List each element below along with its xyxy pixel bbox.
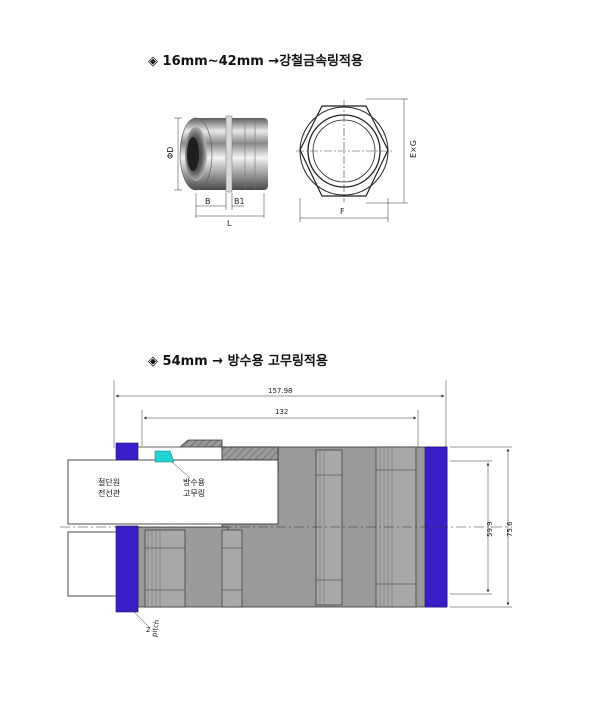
ring-bottom-left xyxy=(115,525,139,613)
dim-inner: 132 xyxy=(275,408,288,416)
label-seal-line2: 고무링 xyxy=(183,488,205,498)
sectional-drawing: 157.98 132 xyxy=(60,380,514,638)
label-pitch-line1: pitch xyxy=(150,619,161,638)
label-cut-line2: 전선관 xyxy=(98,488,121,498)
section1-title: ◈ 16mm~42mm →강철금속링적용 xyxy=(148,54,363,69)
hex-end-view: E×G F xyxy=(296,98,418,222)
label-exg: E×G xyxy=(409,140,418,158)
dim-d1: 59.9 xyxy=(486,521,494,537)
dim-d2: 75.6 xyxy=(506,521,514,537)
label-cut-line1: 절단원 xyxy=(98,477,120,487)
label-d: ΦD xyxy=(166,147,175,159)
ring-top-left xyxy=(115,442,139,461)
label-f: F xyxy=(340,207,345,216)
coupling-photo: ΦD B B1 L xyxy=(166,115,268,228)
label-b1: B1 xyxy=(234,197,245,206)
section2-title: ◈ 54mm → 방수용 고무링적용 xyxy=(148,354,328,369)
label-l: L xyxy=(227,219,232,228)
label-seal-line1: 방수용 xyxy=(183,477,205,487)
dim-overall: 157.98 xyxy=(268,387,293,395)
rubber-seal xyxy=(154,450,175,463)
label-b: B xyxy=(205,197,211,206)
label-pitch-line2: 2 xyxy=(146,626,150,634)
